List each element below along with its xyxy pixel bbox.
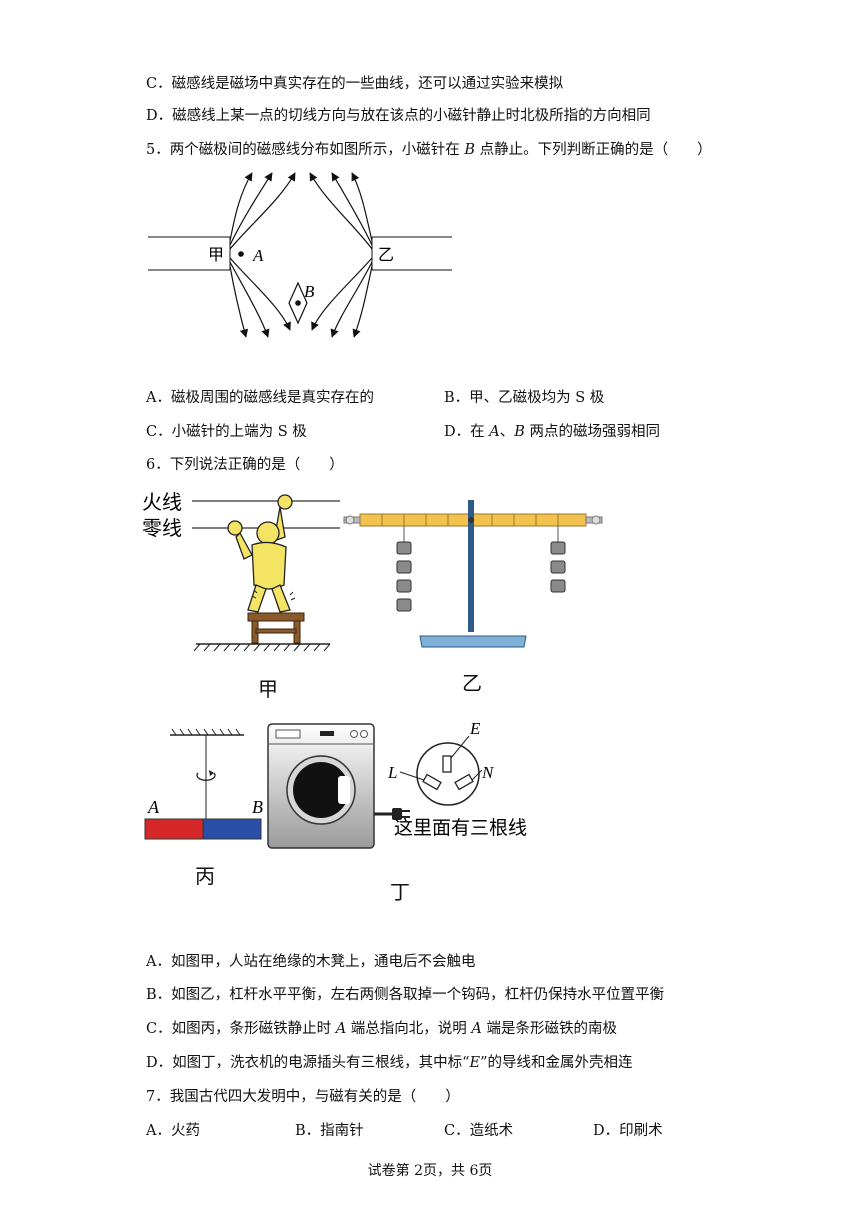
field-lines [229, 172, 373, 338]
q5-magnetic-field-figure: 甲 乙 A B [148, 172, 452, 338]
end-a-label: A [147, 797, 160, 817]
q5-option-d: D．在 A、B 两点的磁场强弱相同 [444, 422, 660, 442]
q6-option-a: A．如图甲，人站在绝缘的木凳上，通电后不会触电 [146, 954, 476, 970]
q6-figure-ding: 这里面有三根线 E L N [267, 719, 527, 849]
q6-optc-a2: A [471, 1021, 482, 1037]
fig-bing-caption: 丙 [195, 864, 215, 888]
wooden-stool [247, 612, 305, 644]
q5-optd-suffix: 两点的磁场强弱相同 [524, 424, 660, 440]
q7-option-b: B．指南针 [295, 1123, 364, 1139]
q6-optd-suffix: ”的导线和金属外壳相连 [480, 1055, 633, 1071]
q5-option-c: C．小磁针的上端为 S 极 [146, 424, 307, 440]
q7-option-c: C．造纸术 [444, 1123, 514, 1139]
fig-yi-caption: 乙 [462, 671, 482, 695]
stand-base [419, 635, 527, 648]
q5-optd-a: A [489, 424, 500, 440]
three-pin-socket [399, 735, 483, 806]
weights-left [396, 526, 412, 612]
q7-stem: 7．我国古代四大发明中，与磁有关的是（ ） [146, 1089, 460, 1105]
q6-option-d: D．如图丁，洗衣机的电源插头有三根线，其中标“E”的导线和金属外壳相连 [146, 1053, 633, 1073]
magnet-end-b [202, 818, 262, 840]
q5-optd-sep: 、 [499, 424, 515, 440]
q6-figure-jia: 火线 零线 [142, 490, 340, 652]
q6-optd-e: E [469, 1055, 481, 1071]
q7-option-a: A．火药 [146, 1123, 200, 1139]
fig-jia-caption: 甲 [258, 677, 278, 701]
three-wire-note: 这里面有三根线 [394, 817, 527, 839]
point-a-label: A [252, 246, 264, 265]
q6-optc-suffix: 端是条形磁铁的南极 [481, 1021, 617, 1037]
terminal-n-label: N [481, 763, 495, 782]
q6-stem: 6．下列说法正确的是（ ） [146, 457, 344, 473]
pole-right-label: 乙 [378, 245, 394, 264]
washing-machine [267, 723, 375, 849]
power-plug [374, 808, 410, 820]
neutral-wire-label: 零线 [142, 516, 182, 540]
lever-stand [468, 500, 474, 632]
weights-right [550, 526, 566, 593]
q7-option-d: D．印刷术 [593, 1123, 663, 1139]
terminal-l-label: L [387, 763, 397, 782]
q6-figure-yi [343, 500, 603, 648]
q6-optd-prefix: D．如图丁，洗衣机的电源插头有三根线，其中标“ [146, 1055, 470, 1071]
q5-stem-point: B [464, 142, 475, 158]
q6-figure-bing: A B [144, 728, 263, 840]
person-figure [227, 494, 293, 613]
q6-option-c: C．如图丙，条形磁铁静止时 A 端总指向北，说明 A 端是条形磁铁的南极 [146, 1019, 617, 1039]
live-wire-label: 火线 [142, 490, 182, 514]
q5-option-b: B．甲、乙磁极均为 S 极 [444, 390, 605, 406]
q5-option-a: A．磁极周围的磁感线是真实存在的 [146, 390, 374, 406]
pole-left-label: 甲 [208, 245, 224, 264]
terminal-e-label: E [469, 719, 481, 738]
q5-stem-prefix: 5．两个磁极间的磁感线分布如图所示，小磁针在 [146, 142, 465, 158]
q6-option-b: B．如图乙，杠杆水平平衡，左右两侧各取掉一个钩码，杠杆仍保持水平位置平衡 [146, 987, 665, 1003]
q5-stem: 5．两个磁极间的磁感线分布如图所示，小磁针在 B 点静止。下列判断正确的是（ ） [146, 140, 712, 160]
rotation-arrow [196, 772, 216, 781]
point-a-dot [238, 251, 244, 257]
magnet-right [371, 236, 452, 271]
page-footer: 试卷第 2页，共 6页 [367, 1163, 493, 1179]
q6-optc-a1: A [335, 1021, 347, 1037]
q4-option-c: C．磁感线是磁场中真实存在的一些曲线，还可以通过实验来模拟 [146, 76, 564, 92]
end-b-label: B [252, 797, 263, 817]
point-b-label: B [304, 282, 315, 301]
q5-stem-suffix: 点静止。下列判断正确的是（ ） [475, 142, 712, 158]
q6-optc-prefix: C．如图丙，条形磁铁静止时 [146, 1021, 336, 1037]
q5-optd-prefix: D．在 [444, 424, 490, 440]
q6-optc-mid: 端总指向北，说明 [346, 1021, 472, 1037]
compass-needle [288, 281, 308, 325]
magnet-left [148, 236, 231, 271]
fig-ding-caption: 丁 [390, 880, 410, 904]
q5-optd-b: B [514, 424, 525, 440]
magnet-end-a [144, 818, 204, 840]
q4-option-d: D．磁感线上某一点的切线方向与放在该点的小磁针静止时北极所指的方向相同 [146, 108, 651, 124]
